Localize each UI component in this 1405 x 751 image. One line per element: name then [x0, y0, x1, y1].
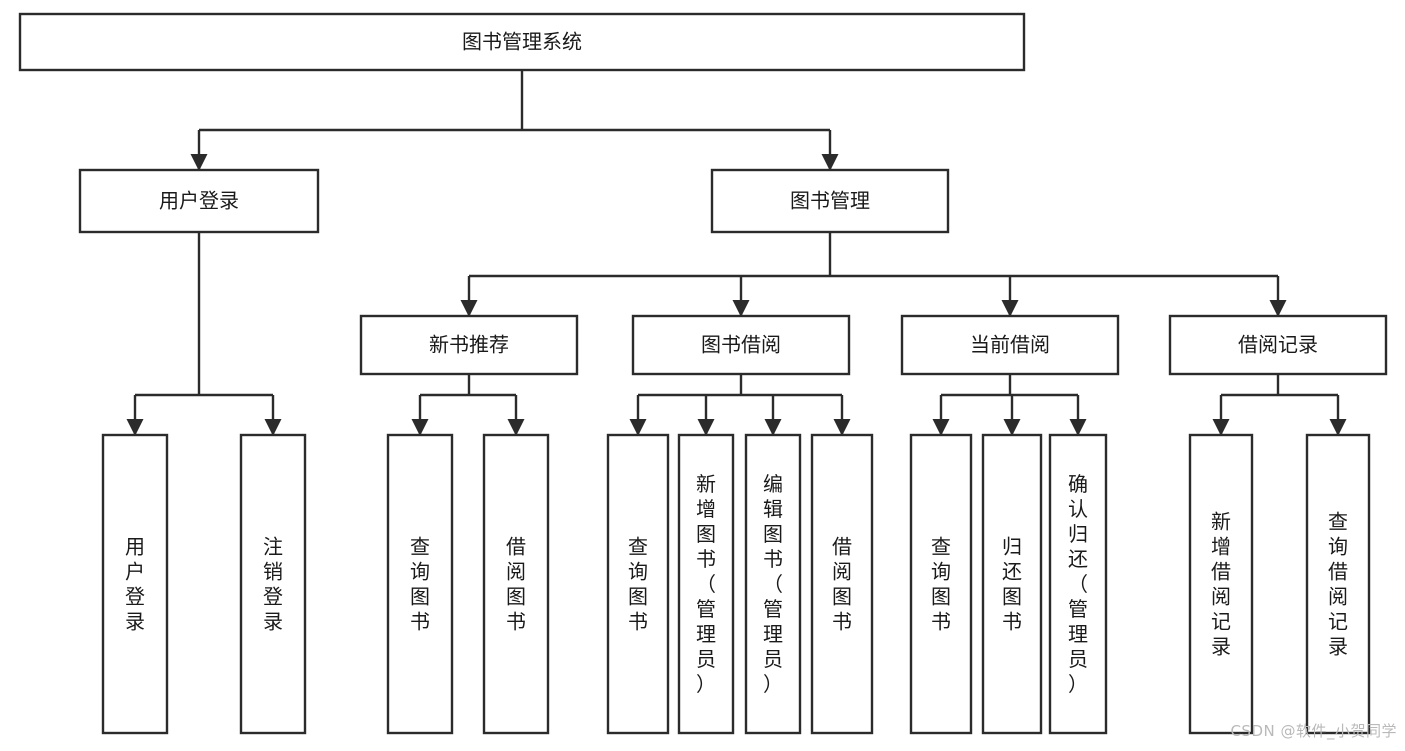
- node-label: 图书管理: [790, 189, 870, 213]
- node-box: [1168, 314, 1388, 376]
- node-leaf-add-book[interactable]: 新增图书（管理员）: [677, 433, 735, 735]
- node-box: [78, 168, 320, 234]
- node-book-manage[interactable]: 图书管理: [710, 168, 950, 234]
- node-new-book-rec[interactable]: 新书推荐: [359, 314, 579, 376]
- arrow-head: [833, 419, 851, 436]
- arrow-head: [764, 419, 782, 436]
- arrow-head: [190, 154, 208, 171]
- arrow-head: [1269, 300, 1287, 317]
- edge-from-book-borrow: [629, 374, 851, 436]
- node-label: 用户登录: [125, 535, 145, 634]
- node-label: 借阅记录: [1238, 333, 1318, 357]
- node-leaf-logout[interactable]: 注销登录: [239, 433, 307, 735]
- arrow-head: [1003, 419, 1021, 436]
- node-root[interactable]: 图书管理系统: [18, 12, 1026, 72]
- node-label: 新增图书（管理员）: [696, 472, 716, 696]
- node-box: [239, 433, 307, 735]
- node-box: [606, 433, 670, 735]
- edge-from-current-borrow: [932, 374, 1087, 436]
- node-leaf-add-record[interactable]: 新增借阅记录: [1188, 433, 1254, 735]
- node-label: 归还图书: [1002, 535, 1022, 634]
- node-box: [810, 433, 874, 735]
- node-label: 查询图书: [410, 535, 430, 634]
- node-leaf-borrow-book-1[interactable]: 借阅图书: [482, 433, 550, 735]
- node-leaf-query-book-3[interactable]: 查询图书: [909, 433, 973, 735]
- edge-from-root: [190, 70, 839, 171]
- arrow-head: [507, 419, 525, 436]
- arrow-head: [932, 419, 950, 436]
- node-box: [710, 168, 950, 234]
- node-leaf-query-record[interactable]: 查询借阅记录: [1305, 433, 1371, 735]
- node-box: [18, 12, 1026, 72]
- arrow-head: [264, 419, 282, 436]
- node-box: [631, 314, 851, 376]
- node-box: [744, 433, 802, 735]
- node-label: 查询借阅记录: [1328, 510, 1348, 659]
- node-leaf-confirm-return[interactable]: 确认归还（管理员）: [1048, 433, 1108, 735]
- node-current-borrow[interactable]: 当前借阅: [900, 314, 1120, 376]
- node-label: 注销登录: [263, 535, 283, 634]
- edge-from-borrow-record: [1212, 374, 1347, 436]
- arrow-head: [460, 300, 478, 317]
- arrow-head: [126, 419, 144, 436]
- arrow-head: [821, 154, 839, 171]
- node-box: [359, 314, 579, 376]
- connector-layer: [126, 70, 1347, 436]
- node-leaf-edit-book[interactable]: 编辑图书（管理员）: [744, 433, 802, 735]
- node-user-login[interactable]: 用户登录: [78, 168, 320, 234]
- arrow-head: [411, 419, 429, 436]
- node-label: 借阅图书: [832, 535, 852, 634]
- edge-from-new-book-rec: [411, 374, 525, 436]
- node-box: [909, 433, 973, 735]
- arrow-head: [629, 419, 647, 436]
- node-label: 确认归还（管理员）: [1068, 472, 1088, 696]
- node-label: 用户登录: [159, 189, 239, 213]
- node-leaf-query-book-2[interactable]: 查询图书: [606, 433, 670, 735]
- node-box: [1188, 433, 1254, 735]
- node-layer: 图书管理系统用户登录图书管理新书推荐图书借阅当前借阅借阅记录用户登录注销登录查询…: [18, 12, 1388, 735]
- node-box: [900, 314, 1120, 376]
- node-book-borrow[interactable]: 图书借阅: [631, 314, 851, 376]
- node-box: [386, 433, 454, 735]
- arrow-head: [697, 419, 715, 436]
- node-box: [981, 433, 1043, 735]
- node-label: 图书管理系统: [462, 30, 582, 54]
- node-leaf-return-book[interactable]: 归还图书: [981, 433, 1043, 735]
- node-box: [101, 433, 169, 735]
- arrow-head: [1329, 419, 1347, 436]
- node-label: 查询图书: [628, 535, 648, 634]
- edge-from-user-login: [126, 232, 282, 436]
- node-leaf-query-book-1[interactable]: 查询图书: [386, 433, 454, 735]
- node-label: 编辑图书（管理员）: [763, 472, 783, 696]
- node-borrow-record[interactable]: 借阅记录: [1168, 314, 1388, 376]
- edge-from-book-manage: [460, 232, 1287, 317]
- node-label: 新书推荐: [429, 333, 509, 357]
- node-box: [677, 433, 735, 735]
- arrow-head: [1069, 419, 1087, 436]
- node-label: 查询图书: [931, 535, 951, 634]
- node-box: [1305, 433, 1371, 735]
- node-box: [1048, 433, 1108, 735]
- arrow-head: [732, 300, 750, 317]
- node-label: 当前借阅: [970, 333, 1050, 357]
- arrow-head: [1212, 419, 1230, 436]
- node-leaf-borrow-book-2[interactable]: 借阅图书: [810, 433, 874, 735]
- node-leaf-user-login[interactable]: 用户登录: [101, 433, 169, 735]
- arrow-head: [1001, 300, 1019, 317]
- node-label: 新增借阅记录: [1211, 510, 1231, 659]
- node-label: 图书借阅: [701, 333, 781, 357]
- node-box: [482, 433, 550, 735]
- node-label: 借阅图书: [506, 535, 526, 634]
